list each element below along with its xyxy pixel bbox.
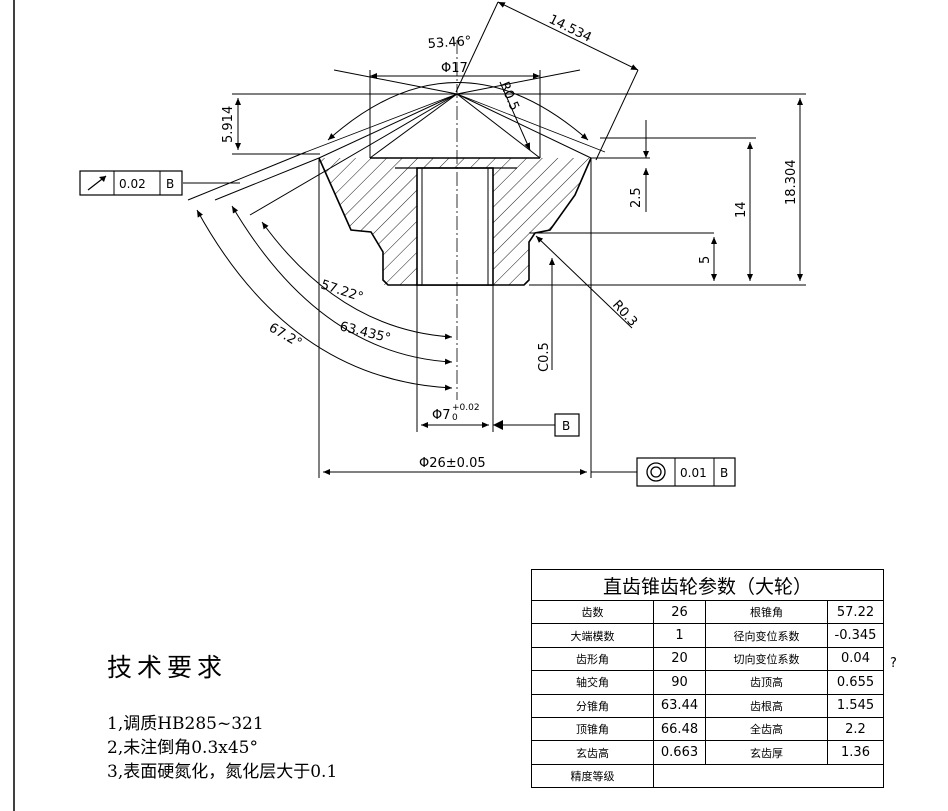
param-label: 齿形角	[531, 646, 654, 672]
param-label: 全齿高	[705, 716, 828, 742]
concentricity-icon	[646, 462, 666, 482]
dim-fillet: R0.3	[609, 298, 640, 330]
param-label: 齿根高	[705, 693, 828, 718]
tech-item-1: 1,调质HB285~321	[107, 714, 264, 734]
param-label: 顶锥角	[531, 716, 654, 742]
param-label: 玄齿高	[531, 740, 654, 765]
dim-total-14: 14	[734, 201, 749, 218]
tech-title: 技术要求	[107, 653, 228, 682]
gear-params-table: 直齿锥齿轮参数（大轮） 齿数 26 根锥角 57.22 大端模数 1 径向变位系…	[531, 569, 884, 789]
param-value: 26	[653, 599, 706, 625]
dim-bore-tol-lower: 0	[452, 413, 458, 423]
side-mark: ?	[890, 656, 897, 671]
dim-angle-63: 63.435°	[338, 319, 392, 346]
concentricity-fcf: 0.01 B	[636, 457, 736, 487]
concentricity-datum: B	[720, 466, 728, 480]
param-value: 20	[653, 646, 706, 672]
param-label: 齿数	[531, 599, 654, 625]
param-value: 0.663	[653, 740, 706, 765]
runout-value: 0.02	[119, 177, 146, 191]
datum-triangle	[493, 420, 503, 430]
tech-requirements: 技术要求 1,调质HB285~321 2,未注倒角0.3x45° 3,表面硬氮化…	[107, 648, 467, 784]
param-label: 玄齿厚	[705, 740, 828, 765]
param-value: 0.655	[827, 670, 884, 695]
dim-top-dia: Φ17	[441, 61, 468, 76]
param-value: 1	[653, 623, 706, 648]
param-label: 分锥角	[531, 693, 654, 718]
datum-label: B	[562, 419, 570, 433]
param-value	[653, 763, 884, 789]
dim-cone-angle: 53.46°	[427, 34, 472, 52]
dimension-lines	[183, 1, 806, 478]
param-value: 66.48	[653, 716, 706, 742]
dim-hub-h: 2.5	[629, 187, 644, 208]
table-row: 精度等级	[531, 763, 884, 789]
table-row: 分锥角 63.44 齿根高 1.545	[531, 693, 884, 718]
dim-bore-dia: Φ7	[432, 408, 451, 423]
table-row: 齿数 26 根锥角 57.22	[531, 599, 884, 625]
dim-angle-67: 67.2°	[266, 320, 304, 351]
dim-chamfer: C0.5	[537, 342, 552, 372]
param-value: 1.545	[827, 693, 884, 718]
datum-b-box: B	[554, 413, 580, 437]
param-value: 2.2	[827, 716, 884, 742]
dim-addendum: 5.914	[221, 106, 236, 143]
dim-bore-tol-upper: +0.02	[452, 403, 480, 413]
param-value: 90	[653, 670, 706, 695]
param-label: 根锥角	[705, 599, 828, 625]
table-row: 轴交角 90 齿顶高 0.655	[531, 670, 884, 695]
param-label: 径向变位系数	[705, 623, 828, 648]
bore	[416, 167, 494, 286]
param-label: 切向变位系数	[705, 646, 828, 672]
param-label: 齿顶高	[705, 670, 828, 695]
dim-tip-radius: R0.5	[496, 80, 521, 113]
dim-bore-step: 5	[698, 256, 713, 264]
param-value: -0.345	[827, 623, 884, 648]
dim-slant: 14.534	[546, 12, 593, 45]
table-row: 顶锥角 66.48 全齿高 2.2	[531, 716, 884, 742]
runout-arrow-icon	[87, 175, 107, 191]
param-value: 1.36	[827, 740, 884, 765]
table-row: 齿形角 20 切向变位系数 0.04	[531, 646, 884, 672]
params-title: 直齿锥齿轮参数（大轮）	[531, 569, 884, 601]
param-value: 63.44	[653, 693, 706, 718]
dim-outer-dia: Φ26±0.05	[419, 456, 486, 471]
table-row: 玄齿高 0.663 玄齿厚 1.36	[531, 740, 884, 765]
param-label: 大端模数	[531, 623, 654, 648]
param-value: 0.04	[827, 646, 884, 672]
tech-item-3: 3,表面硬氮化，氮化层大于0.1	[107, 762, 338, 782]
concentricity-value: 0.01	[680, 466, 707, 480]
dim-total-18: 18.304	[784, 160, 799, 206]
param-value: 57.22	[827, 599, 884, 625]
param-label: 精度等级	[531, 763, 654, 789]
runout-datum: B	[166, 177, 174, 191]
runout-fcf: 0.02 B	[79, 170, 183, 196]
table-row: 大端模数 1 径向变位系数 -0.345	[531, 623, 884, 648]
param-label: 轴交角	[531, 670, 654, 695]
tech-item-2: 2,未注倒角0.3x45°	[107, 738, 258, 758]
